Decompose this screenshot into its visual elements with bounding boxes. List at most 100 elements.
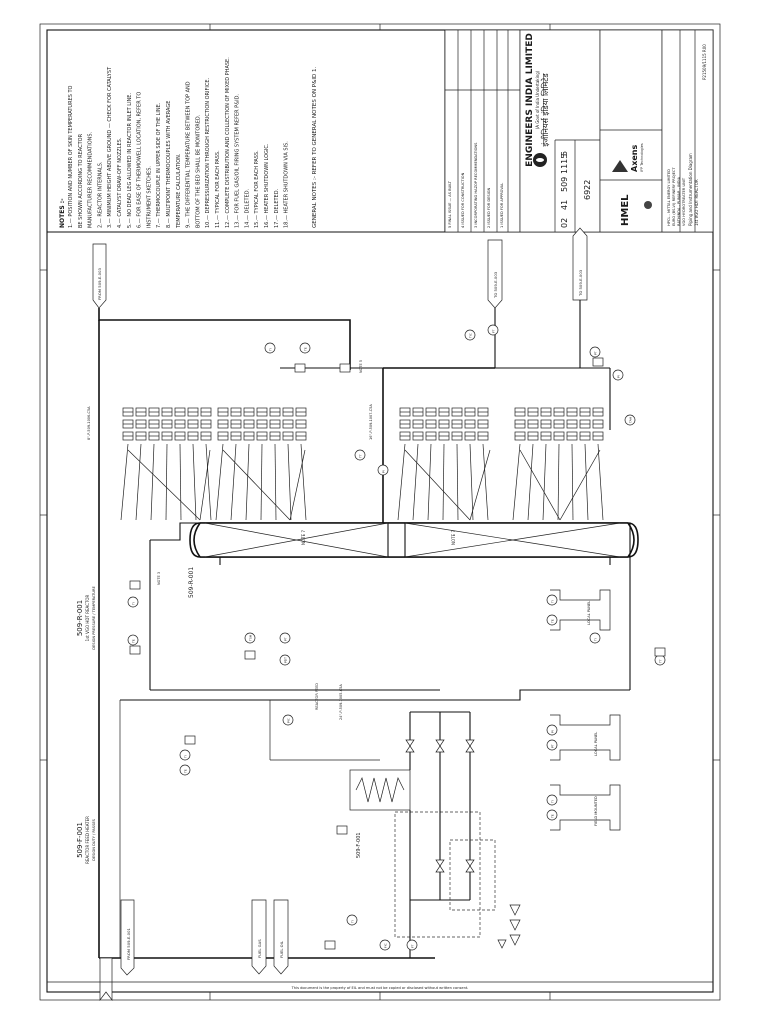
note-line: INSTRUMENT SKETCHES. <box>146 166 152 228</box>
instrument-bubble <box>279 632 291 644</box>
offpage-bottom-left <box>99 957 113 1002</box>
instrument-bubble <box>612 369 624 381</box>
revision-row: 4 ISSUED FOR CONSTRUCTION <box>461 172 465 228</box>
offpage-bottom-1: FROM 509-E-001 <box>120 899 135 976</box>
instrument-bubble <box>244 632 256 644</box>
detail-panel-3: FIELD MOUNTED <box>550 784 621 831</box>
svg-text:NOTE 5: NOTE 5 <box>359 360 363 373</box>
instrument-box <box>339 363 351 373</box>
instrument-tag: TE <box>551 814 555 819</box>
note-line: 5.— NO DEAD LEG ALLOWED IN REACTOR INLET… <box>127 93 133 228</box>
heater-design: DESIGN DUTY / PASSES <box>92 818 96 861</box>
reactor-tag: 509-R-001 <box>76 600 84 636</box>
svg-text:FUEL OIL: FUEL OIL <box>279 940 284 958</box>
note-line: BOTTOM OF THE BED SHALL BE MONITORED. <box>195 114 201 228</box>
note-line: 8.— MULTIPOINT THERMOCOUPLES WITH AVERAG… <box>166 101 172 228</box>
instrument-bubble <box>127 634 139 646</box>
heater-tag: 509-F-001 <box>76 822 84 858</box>
reactor-vessel-label: 509-R-001 <box>188 567 195 598</box>
instrument-tag: TE <box>551 619 555 624</box>
instrument-box <box>244 650 256 660</box>
instrument-bubble <box>546 794 558 806</box>
instrument-bubble <box>546 594 558 606</box>
doc-number-field: 509 <box>560 177 569 192</box>
instrument-tag: TI <box>132 602 136 606</box>
instrument-bubble <box>406 939 418 951</box>
note-line: 17.— DELETED. <box>274 188 280 228</box>
note-line: BE SHOWN ACCORDING TO REACTOR <box>78 133 84 228</box>
instrument-box <box>294 363 306 373</box>
instrument-tag: TSH <box>249 635 253 642</box>
instrument-bubble <box>464 329 476 341</box>
doc-number-field: 02 <box>560 218 569 228</box>
instrument-box <box>324 940 336 950</box>
note-line: 10.— DEPRESSURIZATION THROUGH RESTRICTIO… <box>205 78 211 228</box>
svg-text:LOCAL PANEL: LOCAL PANEL <box>594 732 598 756</box>
company-sub: (A Govt of India Undertaking) <box>535 70 540 129</box>
instrument-bubble <box>487 324 499 336</box>
note-line: 9.— THE DIFFERENTIAL TEMPERATURE BETWEEN… <box>186 81 192 228</box>
svg-text:8"-P-509-1006-C5A: 8"-P-509-1006-C5A <box>87 406 91 440</box>
svg-text:24"-P-509-1005-C5A: 24"-P-509-1005-C5A <box>339 684 343 720</box>
unit-name: VGO HYDROTREATER UNIT <box>682 177 686 226</box>
bed-2-label: NOTE 7 <box>451 530 456 545</box>
notes-block: NOTES :- 1.— POSITION AND NUMBER OF SKIN… <box>59 57 290 229</box>
instrument-tag: TT <box>659 659 663 664</box>
instrument-bubble <box>589 346 601 358</box>
instrument-tag: PI <box>382 470 386 473</box>
note-line: 11.— TYPICAL FOR EACH PASS. <box>215 150 221 228</box>
instrument-tag: PIC <box>287 718 291 723</box>
instrument-tag: PT <box>551 744 555 748</box>
note-line: 13.— FOR FUEL GAS/OIL FIRING SYSTEM REFE… <box>235 94 241 228</box>
instrument-bubble <box>282 714 294 726</box>
offpage-top-right: TO 509-E-003 <box>572 227 588 301</box>
bottom-strip: This document is the property of EIL and… <box>291 986 469 990</box>
svg-text:NOTE 3: NOTE 3 <box>157 572 161 585</box>
company-name: ENGINEERS INDIA LIMITED <box>525 33 535 167</box>
instrument-bubble <box>379 939 391 951</box>
instrument-bubble <box>127 596 139 608</box>
licensor-sub: IFP Technologies <box>640 143 644 172</box>
location: BATHINDA - PUNJAB - INDIA <box>677 176 681 226</box>
company-hindi: इंजीनियर्स इंडिया लिमिटेड <box>540 73 550 147</box>
instrument-tag: FIC <box>384 943 388 948</box>
svg-text:FIELD MOUNTED: FIELD MOUNTED <box>594 796 598 826</box>
border-ticks <box>40 24 720 1000</box>
instrument-box <box>592 357 604 367</box>
general-notes-text: GENERAL NOTES :- REFER TO GENERAL NOTES … <box>312 67 318 228</box>
doc-number-field: 5 <box>560 151 569 156</box>
revision-row: 1 ISSUED FOR APPROVAL <box>500 183 504 228</box>
svg-text:REACTOR FEED: REACTOR FEED <box>315 683 319 710</box>
note-line: TEMPERATURE CALCULATION. <box>176 153 182 229</box>
heater-name: REACTOR FEED HEATER <box>85 816 90 864</box>
note-line: 18.— HEATER SHUTDOWN VIA SIS. <box>284 141 290 228</box>
instrument-tag: PT <box>594 351 598 355</box>
reactor-tag-block: 509-R-001 1st VGO HDT REACTOR DESIGN PRE… <box>76 586 96 650</box>
svg-text:16"-P-509-1007-C5A: 16"-P-509-1007-C5A <box>369 404 373 440</box>
instrument-bubble <box>299 342 311 354</box>
job-number: 6922 <box>583 180 592 200</box>
revision-row: 3 INCORPORATING HAZOP RECOMMENDATIONS <box>474 142 478 228</box>
reactor-name: 1st VGO HDT REACTOR <box>85 594 90 641</box>
instrument-bubble <box>354 449 366 461</box>
instrument-tag: TI <box>551 600 555 604</box>
offpage-bottom-3: FUEL OIL <box>273 899 289 975</box>
axens-logo <box>612 160 628 172</box>
note-line: 3.— MINIMUM HEIGHT ABOVE GROUND — CHECK … <box>107 66 113 228</box>
svg-text:TO 509-E-003: TO 509-E-003 <box>493 271 498 299</box>
svg-text:LOCAL PANEL: LOCAL PANEL <box>587 601 591 625</box>
licensor-name: Axens <box>630 145 639 172</box>
instrument-bubble <box>264 342 276 354</box>
client-block: Axens IFP Technologies HMEL <box>599 29 663 233</box>
instrument-bubble <box>624 414 636 426</box>
revision-row: 5 FINAL ISSUE — AS BUILT <box>448 180 452 228</box>
instrument-bubble <box>546 809 558 821</box>
instrument-tag: FT <box>411 944 415 948</box>
instrument-box <box>129 580 141 590</box>
offpage-top-mid: TO 509-E-003 <box>487 239 503 309</box>
instrument-bubble <box>346 914 358 926</box>
instrument-tag: TT <box>359 454 363 459</box>
drawing-subtitle: 1st VGO HDT REACTOR <box>694 179 699 226</box>
thermowell-banks <box>120 407 604 521</box>
